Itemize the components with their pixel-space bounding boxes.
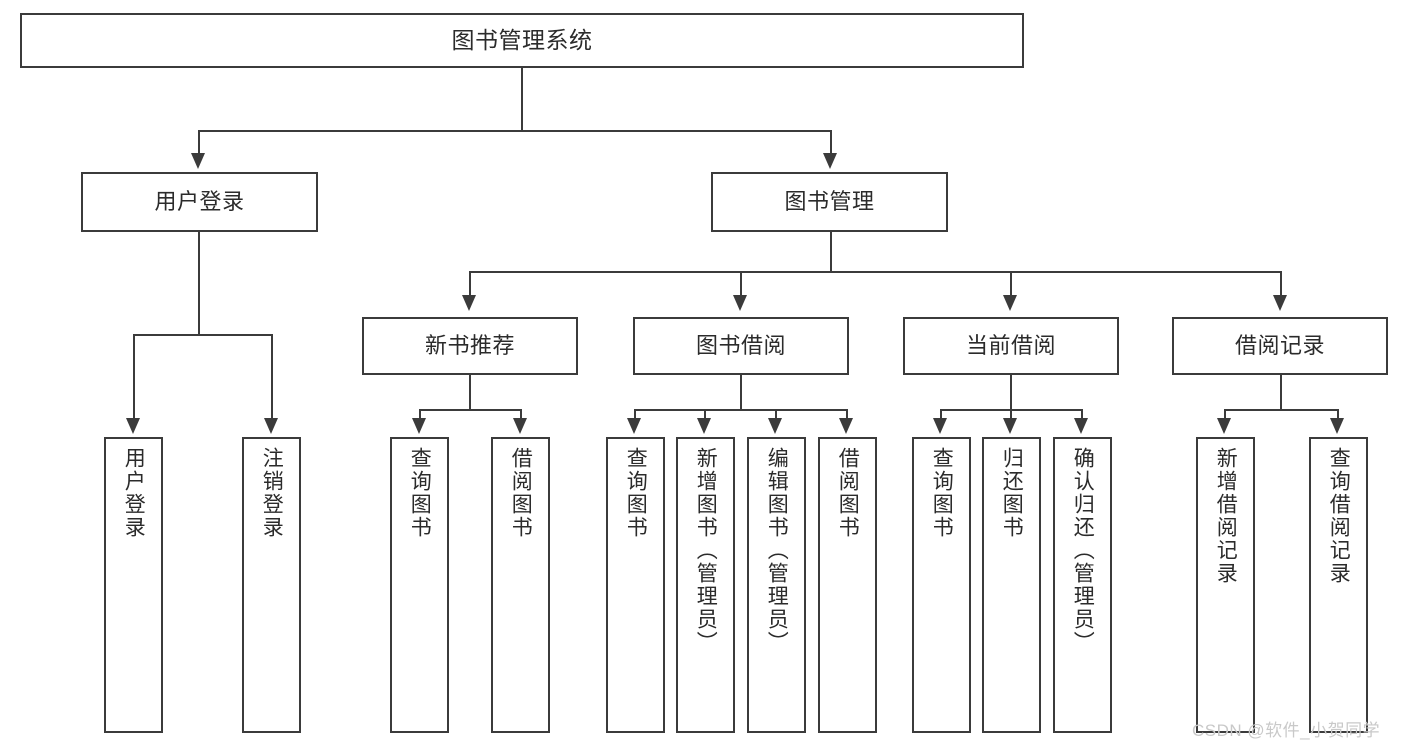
leaf-bb-query-book-label: 查询图书 — [624, 447, 648, 539]
connector-user-login-to-leaf-2 — [271, 334, 273, 420]
node-user-login[interactable]: 用户登录 — [81, 172, 318, 232]
connector-borrow-record-bus — [1224, 409, 1337, 411]
connector-bb-leaf-2 — [704, 409, 706, 420]
arrowhead-current-borrow — [1003, 295, 1017, 311]
connector-br-leaf-1 — [1224, 409, 1226, 420]
connector-book-borrow-bus — [634, 409, 846, 411]
connector-borrow-record-stem — [1280, 375, 1282, 410]
leaf-cb-confirm-return-label: 确认归还（管理员） — [1071, 447, 1095, 654]
leaf-nbr-query-book-label: 查询图书 — [408, 447, 432, 539]
connector-root-to-user-login — [198, 130, 200, 155]
leaf-user-login[interactable]: 用户登录 — [104, 437, 163, 733]
arrowhead-leaf-logout — [264, 418, 278, 434]
node-user-login-label: 用户登录 — [154, 188, 245, 214]
connector-current-borrow-stem — [1010, 375, 1012, 410]
connector-cb-leaf-3 — [1081, 409, 1083, 420]
connector-bb-leaf-1 — [634, 409, 636, 420]
leaf-br-query-record-label: 查询借阅记录 — [1327, 447, 1351, 585]
leaf-nbr-borrow-book[interactable]: 借阅图书 — [491, 437, 550, 733]
connector-cb-leaf-2 — [1010, 409, 1012, 420]
leaf-br-add-record[interactable]: 新增借阅记录 — [1196, 437, 1255, 733]
connector-br-leaf-2 — [1337, 409, 1339, 420]
node-root-book-management-system[interactable]: 图书管理系统 — [20, 13, 1024, 68]
leaf-br-add-record-label: 新增借阅记录 — [1214, 447, 1238, 585]
node-borrow-record-label: 借阅记录 — [1234, 332, 1325, 358]
arrowhead-bb-query-book — [627, 418, 641, 434]
leaf-logout-label: 注销登录 — [260, 447, 284, 539]
csdn-watermark: CSDN @软件_小贺同学 — [1192, 721, 1381, 740]
node-book-borrow-label: 图书借阅 — [695, 332, 786, 358]
leaf-logout[interactable]: 注销登录 — [242, 437, 301, 733]
node-current-borrow-label: 当前借阅 — [965, 332, 1056, 358]
arrowhead-bb-edit-book — [768, 418, 782, 434]
node-root-label: 图书管理系统 — [451, 26, 593, 53]
arrowhead-nbr-borrow-book — [513, 418, 527, 434]
connector-root-stem — [521, 68, 523, 131]
arrowhead-br-query-record — [1330, 418, 1344, 434]
leaf-user-login-label: 用户登录 — [122, 447, 146, 539]
node-book-management-label: 图书管理 — [784, 188, 875, 214]
connector-user-login-bus — [133, 334, 271, 336]
leaf-bb-edit-book-label: 编辑图书（管理员） — [765, 447, 789, 654]
connector-root-to-book-management — [830, 130, 832, 155]
connector-new-book-recommend-bus — [419, 409, 520, 411]
connector-level2-bus — [469, 271, 1280, 273]
node-book-management[interactable]: 图书管理 — [711, 172, 948, 232]
arrowhead-book-management — [823, 153, 837, 169]
leaf-bb-edit-book[interactable]: 编辑图书（管理员） — [747, 437, 806, 733]
leaf-cb-query-book[interactable]: 查询图书 — [912, 437, 971, 733]
node-new-book-recommend-label: 新书推荐 — [424, 332, 515, 358]
leaf-cb-return-book[interactable]: 归还图书 — [982, 437, 1041, 733]
connector-to-new-book-recommend — [469, 271, 471, 297]
connector-bb-leaf-4 — [846, 409, 848, 420]
connector-nbr-leaf-1 — [419, 409, 421, 420]
arrowhead-cb-confirm-return — [1074, 418, 1088, 434]
leaf-cb-return-book-label: 归还图书 — [1000, 447, 1024, 539]
connector-new-book-recommend-stem — [469, 375, 471, 410]
arrowhead-book-borrow — [733, 295, 747, 311]
arrowhead-bb-add-book — [697, 418, 711, 434]
arrowhead-cb-return-book — [1003, 418, 1017, 434]
connector-to-borrow-record — [1280, 271, 1282, 297]
connector-book-management-stem — [830, 232, 832, 272]
node-new-book-recommend[interactable]: 新书推荐 — [362, 317, 578, 375]
node-current-borrow[interactable]: 当前借阅 — [903, 317, 1119, 375]
leaf-bb-borrow-book[interactable]: 借阅图书 — [818, 437, 877, 733]
connector-cb-leaf-1 — [940, 409, 942, 420]
node-book-borrow[interactable]: 图书借阅 — [633, 317, 849, 375]
connector-to-current-borrow — [1010, 271, 1012, 297]
arrowhead-nbr-query-book — [412, 418, 426, 434]
arrowhead-cb-query-book — [933, 418, 947, 434]
connector-root-bus — [198, 130, 832, 132]
leaf-cb-query-book-label: 查询图书 — [930, 447, 954, 539]
connector-user-login-to-leaf-1 — [133, 334, 135, 420]
connector-user-login-stem — [198, 232, 200, 335]
connector-book-borrow-stem — [740, 375, 742, 410]
leaf-br-query-record[interactable]: 查询借阅记录 — [1309, 437, 1368, 733]
connector-bb-leaf-3 — [775, 409, 777, 420]
leaf-nbr-query-book[interactable]: 查询图书 — [390, 437, 449, 733]
arrowhead-user-login — [191, 153, 205, 169]
arrowhead-leaf-user-login — [126, 418, 140, 434]
node-borrow-record[interactable]: 借阅记录 — [1172, 317, 1388, 375]
arrowhead-br-add-record — [1217, 418, 1231, 434]
connector-to-book-borrow — [740, 271, 742, 297]
leaf-bb-add-book-label: 新增图书（管理员） — [694, 447, 718, 654]
leaf-nbr-borrow-book-label: 借阅图书 — [509, 447, 533, 539]
arrowhead-new-book-recommend — [462, 295, 476, 311]
arrowhead-bb-borrow-book — [839, 418, 853, 434]
leaf-bb-borrow-book-label: 借阅图书 — [836, 447, 860, 539]
leaf-cb-confirm-return[interactable]: 确认归还（管理员） — [1053, 437, 1112, 733]
connector-nbr-leaf-2 — [520, 409, 522, 420]
leaf-bb-add-book[interactable]: 新增图书（管理员） — [676, 437, 735, 733]
leaf-bb-query-book[interactable]: 查询图书 — [606, 437, 665, 733]
arrowhead-borrow-record — [1273, 295, 1287, 311]
